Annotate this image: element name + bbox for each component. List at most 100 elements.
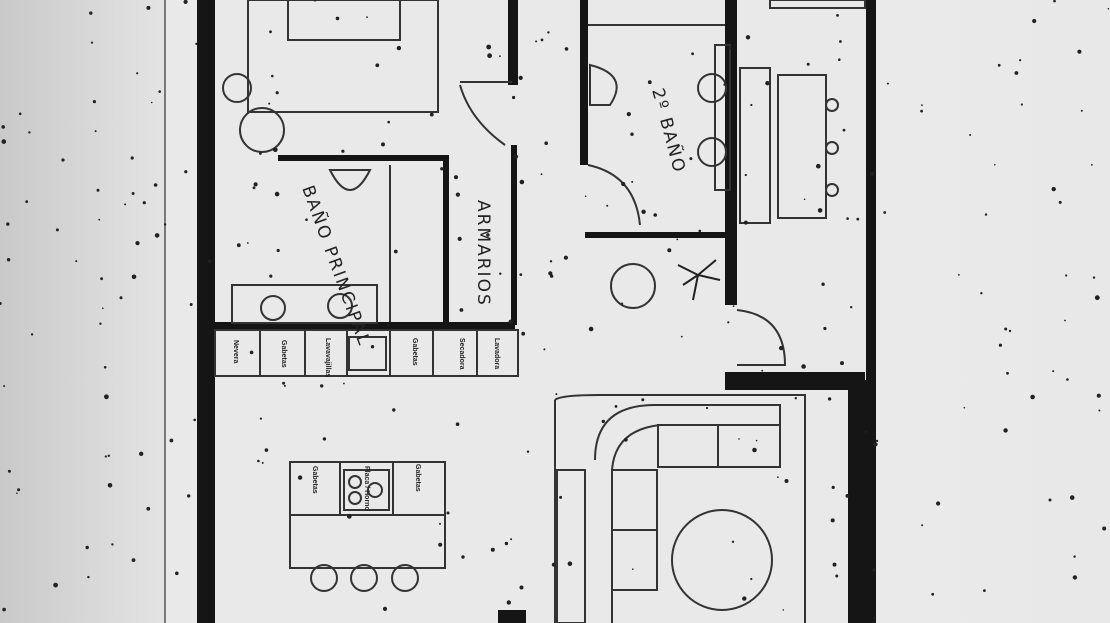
- speck: [963, 406, 966, 409]
- speck: [738, 438, 740, 440]
- speck: [158, 90, 161, 93]
- speck: [921, 524, 924, 527]
- counter-label-drawers-2: Gabetas: [411, 338, 418, 366]
- speck: [832, 562, 837, 567]
- speck: [845, 494, 850, 498]
- speck: [732, 305, 735, 307]
- speck: [850, 306, 853, 309]
- speck: [150, 101, 153, 104]
- speck: [25, 200, 29, 204]
- speck: [7, 469, 11, 473]
- speck: [261, 461, 264, 464]
- speck: [1004, 327, 1008, 331]
- speck: [6, 258, 11, 262]
- speck: [606, 204, 609, 207]
- speck: [727, 321, 730, 324]
- speck: [193, 418, 196, 422]
- speck: [806, 62, 810, 66]
- plant-icon: [677, 259, 721, 301]
- speck: [273, 147, 278, 153]
- speck: [680, 335, 683, 338]
- speck: [305, 218, 308, 221]
- speck: [1102, 526, 1107, 531]
- speck: [269, 274, 273, 278]
- speck: [620, 302, 624, 305]
- speck: [821, 282, 825, 286]
- speck: [544, 141, 548, 145]
- speck: [17, 488, 21, 492]
- speck: [89, 11, 93, 15]
- speck: [705, 406, 709, 410]
- speck: [130, 156, 134, 160]
- speck: [1014, 71, 1019, 75]
- speck: [387, 323, 390, 327]
- speck: [521, 331, 526, 336]
- speck: [777, 476, 779, 478]
- speck: [920, 109, 923, 113]
- speck: [827, 397, 832, 401]
- speck: [1072, 575, 1078, 580]
- speck: [745, 35, 751, 40]
- speck: [461, 555, 465, 559]
- speck: [508, 319, 513, 324]
- speck: [846, 217, 849, 220]
- speck: [396, 45, 402, 51]
- speck: [1020, 103, 1024, 106]
- speck: [765, 81, 770, 86]
- speck: [547, 31, 550, 34]
- speck: [487, 53, 492, 59]
- speck: [136, 72, 139, 75]
- speck: [259, 152, 262, 155]
- speck: [313, 0, 317, 2]
- speck: [139, 451, 144, 456]
- speck: [731, 540, 735, 543]
- speck: [208, 259, 212, 263]
- speck: [742, 596, 747, 601]
- speck: [1098, 409, 1101, 412]
- speck: [387, 120, 391, 124]
- speck: [111, 543, 114, 546]
- speck: [92, 100, 96, 104]
- speck: [283, 384, 286, 387]
- speck: [698, 229, 702, 233]
- speck: [842, 128, 846, 132]
- speck: [667, 248, 672, 253]
- speck: [835, 574, 839, 578]
- speck: [107, 483, 113, 488]
- speck: [102, 307, 104, 310]
- speck: [184, 170, 188, 174]
- speck: [784, 479, 789, 483]
- speck: [297, 475, 303, 480]
- speck: [540, 173, 543, 176]
- speck: [817, 208, 823, 213]
- speck: [1, 125, 5, 129]
- speck: [1058, 200, 1062, 204]
- speck: [163, 223, 167, 226]
- speck: [85, 545, 89, 550]
- speck: [873, 442, 878, 447]
- speck: [1008, 329, 1012, 333]
- speck: [779, 346, 784, 351]
- speck: [816, 163, 821, 169]
- speck: [980, 292, 983, 295]
- speck: [346, 513, 352, 519]
- speck: [676, 238, 679, 241]
- speck: [1066, 378, 1069, 381]
- counter-label-dryer: Secadora: [458, 338, 465, 370]
- speck: [838, 58, 841, 61]
- speck: [830, 518, 835, 523]
- speck: [53, 582, 58, 588]
- speck: [755, 439, 758, 442]
- speck: [392, 408, 396, 412]
- speck: [836, 14, 839, 17]
- speck: [183, 0, 188, 4]
- speck: [513, 154, 519, 159]
- speck: [381, 142, 385, 147]
- speck: [801, 364, 806, 369]
- speck: [3, 385, 6, 387]
- speck: [107, 454, 111, 457]
- speck: [1019, 59, 1022, 62]
- speck: [18, 112, 22, 116]
- speck: [1077, 49, 1082, 54]
- speck: [653, 213, 657, 217]
